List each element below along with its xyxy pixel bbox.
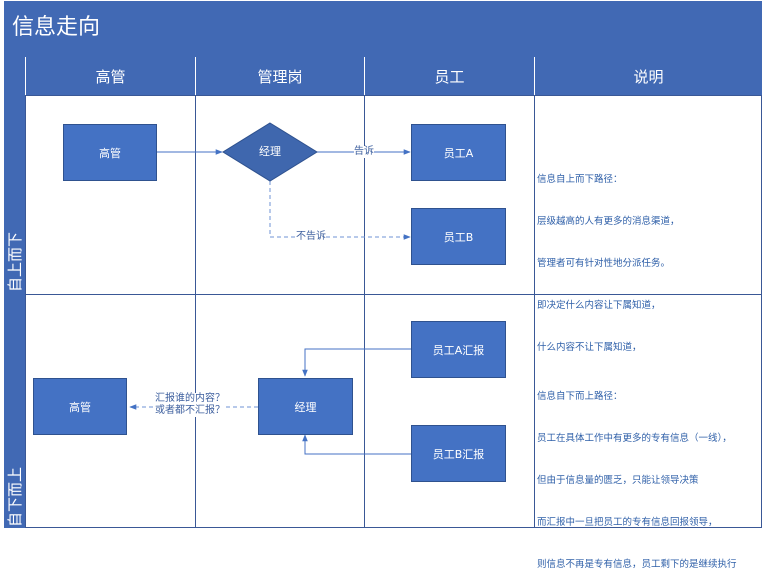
manager-diamond-shape — [222, 122, 318, 182]
bottom-note-line: 员工在具体工作中有更多的专有信息（一线）， — [537, 433, 732, 444]
manager-diamond-label: 经理 — [259, 145, 281, 158]
top-employee-b-box: 员工B — [411, 208, 506, 265]
connector-employee-b-to-manager — [302, 434, 411, 455]
column-header-manager: 管理岗 — [195, 57, 364, 95]
report-question-label: 汇报谁的内容？ 或者都不汇报？ — [155, 393, 225, 417]
top-note-line: 信息自上而下路径： — [537, 174, 623, 185]
employee-b-report-box: 员工B汇报 — [411, 425, 506, 482]
bottom-note-line: 则信息不再是专有信息，员工剩下的是继续执行 — [537, 559, 737, 570]
connector-employee-a-to-manager — [302, 348, 411, 377]
bottom-manager-box: 经理 — [258, 378, 353, 435]
lane-band-bottom-up — [4, 294, 25, 528]
bottom-note-line: 但由于信息量的匮乏，只能让领导决策 — [537, 475, 699, 486]
column-header-notes: 说明 — [534, 57, 762, 95]
grid-lines — [25, 95, 762, 528]
top-note-line: 什么内容不让下属知道， — [537, 342, 642, 353]
bottom-exec-box: 高管 — [33, 378, 127, 435]
tell-label: 告诉 — [354, 146, 374, 158]
report-label-line-2: 或者都不汇报？ — [155, 405, 225, 416]
header-corner — [4, 57, 25, 95]
report-label-line-1: 汇报谁的内容？ — [155, 393, 225, 404]
bottom-lane-note: 信息自下而上路径： 员工在具体工作中有更多的专有信息（一线）， 但由于信息量的匮… — [537, 362, 737, 586]
bottom-note-line: 而汇报中一旦把员工的专有信息回报领导， — [537, 517, 718, 528]
column-header-employee: 员工 — [364, 57, 534, 95]
top-exec-box: 高管 — [63, 124, 157, 181]
top-note-line: 管理者可有针对性地分派任务。 — [537, 258, 671, 269]
top-note-line: 即决定什么内容让下属知道， — [537, 300, 661, 311]
column-header-exec: 高管 — [25, 57, 195, 95]
top-lane-note: 信息自上而下路径： 层级越高的人有更多的消息渠道， 管理者可有针对性地分派任务。… — [537, 145, 680, 369]
not-tell-label: 不告诉 — [296, 231, 326, 243]
employee-a-report-box: 员工A汇报 — [411, 321, 506, 378]
title-bar — [4, 1, 762, 57]
connector-manager-to-employee-b — [269, 181, 411, 240]
top-note-line: 层级越高的人有更多的消息渠道， — [537, 216, 680, 227]
lane-band-top-down — [4, 95, 25, 294]
diagram-title: 信息走向 — [12, 15, 101, 40]
bottom-note-line: 信息自下而上路径： — [537, 391, 623, 402]
top-employee-a-box: 员工A — [411, 124, 506, 181]
